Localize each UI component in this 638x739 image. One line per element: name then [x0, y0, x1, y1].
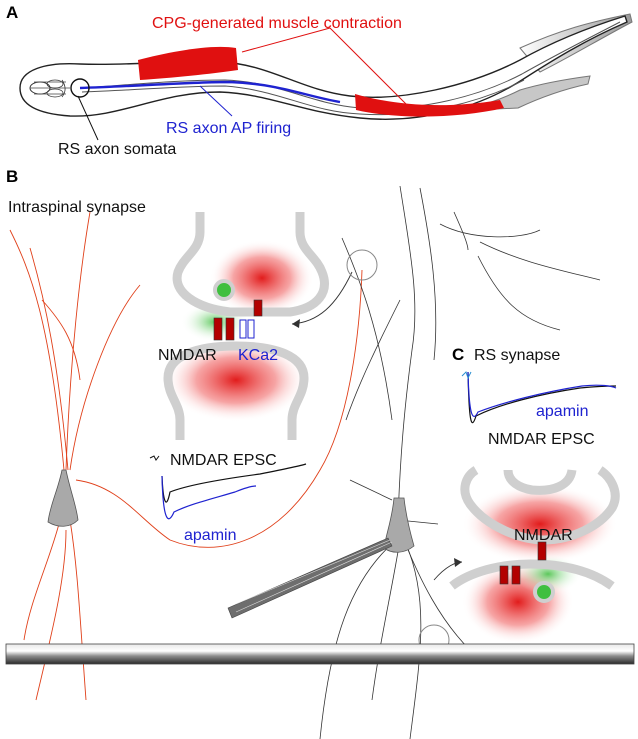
larva-body [19, 13, 633, 120]
nmdar-channel-b [213, 299, 263, 341]
rs-neuron-soma [383, 497, 415, 553]
zoom-arrowhead-c [454, 558, 462, 567]
zoom-arrow-b [291, 271, 353, 325]
postsynaptic-terminal [163, 341, 309, 440]
intraspinal-title: Intraspinal synapse [8, 199, 146, 216]
postsynaptic-glow [164, 338, 308, 422]
rs-axon-bar [5, 643, 635, 665]
epsc-trace-b [161, 463, 307, 503]
apamin-label-c: apamin [536, 403, 588, 420]
postsynaptic-terminal-c [460, 466, 620, 545]
zoom-arrowhead-b [292, 319, 300, 328]
panel-a-label: A [6, 3, 18, 22]
rs-axon-leader [199, 85, 233, 117]
rs-synapse-title: RS synapse [474, 347, 560, 364]
nmdar-label-b: NMDAR [158, 347, 217, 364]
rs-axon-bundle-highlight [235, 539, 393, 613]
rs-axon [79, 80, 341, 104]
synaptic-vesicle [213, 279, 235, 301]
panel-b-label: B [6, 167, 18, 186]
somata-label: RS axon somata [58, 141, 176, 158]
zoom-circle-b [346, 249, 378, 281]
rs-neuron [319, 185, 601, 739]
stim-artifact-b [149, 455, 160, 461]
presynaptic-terminal [172, 212, 329, 317]
intraspinal-synapse [163, 212, 329, 440]
rs-axon-label: RS axon AP firing [166, 120, 291, 137]
epsc-trace-c [467, 371, 617, 424]
epsc-label-b: NMDAR EPSC [170, 452, 277, 469]
epsc-label-c: NMDAR EPSC [488, 431, 595, 448]
presynaptic-terminal-c [449, 559, 615, 590]
muscle-contraction-anterior [138, 46, 238, 80]
cpg-leader-2 [329, 27, 411, 109]
red-interneuron [9, 211, 363, 701]
postsynaptic-notch-c [503, 468, 577, 495]
rs-axon-bundle [227, 537, 393, 619]
muscle-contraction-posterior [355, 94, 504, 117]
presynaptic-glow [210, 240, 314, 316]
cpg-label: CPG-generated muscle contraction [152, 15, 402, 32]
larva-head [29, 79, 70, 98]
postsynaptic-glow-c [462, 484, 618, 564]
apamin-label-b: apamin [184, 527, 236, 544]
stim-artifact-c [461, 371, 472, 380]
apamin-trace-b [161, 475, 257, 520]
red-interneuron-soma [47, 469, 79, 527]
rs-somata-marker [70, 78, 90, 98]
panel-c-label: C [452, 345, 464, 364]
nmdar-channel-c [499, 541, 547, 585]
kca2-channel [239, 319, 255, 339]
rs-synapse [449, 466, 620, 644]
nmdar-label-c: NMDAR [514, 527, 573, 544]
somata-leader [77, 95, 99, 141]
cpg-leader-1 [241, 27, 331, 53]
synaptic-vesicle-c [533, 581, 555, 603]
apamin-trace-c [467, 371, 617, 418]
kca2-label: KCa2 [238, 347, 278, 364]
